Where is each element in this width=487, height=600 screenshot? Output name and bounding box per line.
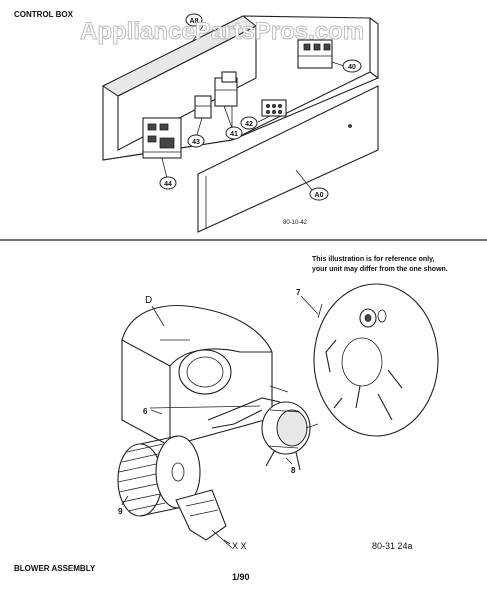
blower-motor-drawing: [261, 401, 319, 471]
page-number: 1/90: [232, 572, 250, 582]
label-7: 7: [296, 288, 301, 297]
callout-41: 41: [230, 131, 238, 138]
cutoff-plate-drawing: [175, 489, 233, 549]
label-d: D: [145, 295, 152, 306]
watermark-text: AppliancePartsPros.com: [80, 18, 364, 45]
blower-wheel-drawing: [117, 435, 201, 517]
control-box-title: CONTROL BOX: [14, 10, 74, 19]
blower-assembly-title: BLOWER ASSEMBLY: [14, 564, 96, 573]
blower-housing-drawing: [121, 305, 289, 447]
label-6: 6: [143, 407, 148, 416]
callout-44: 44: [164, 181, 172, 188]
blower-figure-code: 80-31 24a: [372, 541, 413, 551]
motor-mount-detail-drawing: [313, 283, 439, 437]
callout-42: 42: [245, 121, 253, 128]
blower-leader-lines: [121, 295, 319, 545]
callout-43: 43: [192, 139, 200, 146]
reference-note-line1: This illustration is for reference only,: [312, 256, 434, 263]
control-box-callouts: [159, 13, 362, 201]
label-xx: X X: [232, 541, 247, 551]
label-9: 9: [118, 507, 123, 516]
label-8: 8: [291, 466, 296, 475]
reference-note-line2: your unit may differ from the one shown.: [312, 266, 448, 273]
callout-40: 40: [348, 64, 356, 71]
control-box-drawing: [102, 15, 379, 233]
callout-a8: A8: [190, 18, 199, 25]
control-box-figure-code: 80-10-42: [283, 220, 308, 226]
callout-a0: A0: [315, 192, 324, 199]
control-box-callout-text: A8 40 41 42 43 44 A0: [164, 18, 356, 199]
